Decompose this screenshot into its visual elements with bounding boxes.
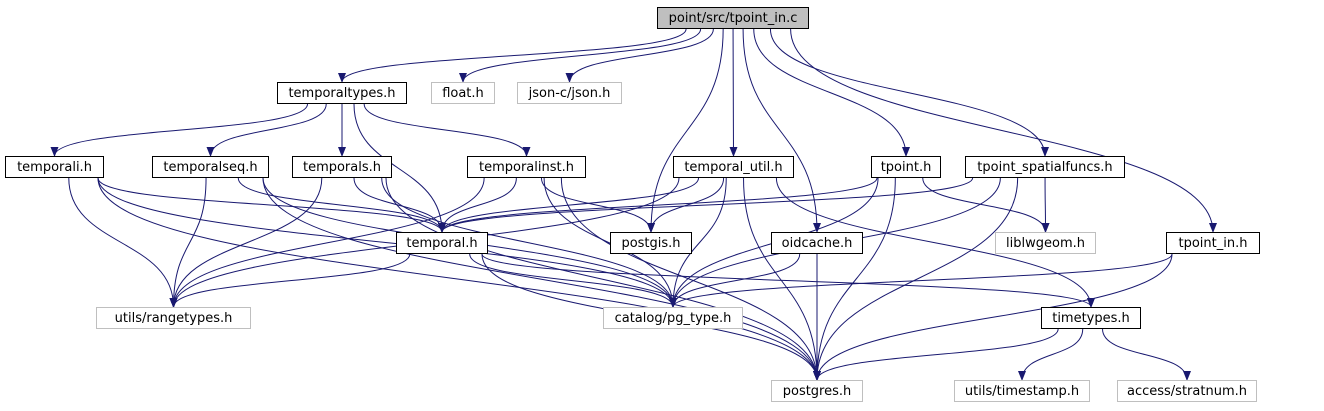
node-label: temporal_util.h — [684, 159, 783, 175]
edge-temporal_util_h-to-postgres_h — [743, 177, 821, 381]
edge-timetypes_h-to-utils_timestamp_h — [1018, 328, 1084, 381]
edge-tpoint_spatialfuncs_h-to-temporal_h — [438, 177, 974, 233]
node-label: utils/rangetypes.h — [114, 310, 233, 326]
edge-temporal_h-to-timetypes_h — [481, 253, 1095, 308]
node-temporali-h[interactable]: temporali.h — [5, 156, 104, 178]
node-label: catalog/pg_type.h — [614, 310, 732, 326]
edge-temporaltypes_h-to-temporal_h — [353, 103, 446, 233]
edge-root-to-temporaltypes_h — [338, 28, 687, 83]
node-label: tpoint_spatialfuncs.h — [977, 159, 1113, 175]
node-label: temporals.h — [302, 159, 382, 175]
edge-temporalseq_h-to-postgres_h — [262, 177, 821, 381]
edge-temporalinst_h-to-postgis_h — [540, 177, 655, 233]
node-utils-timestamp-h: utils/timestamp.h — [954, 380, 1090, 402]
edge-temporals_h-to-catalog_pg_type_h — [381, 177, 677, 308]
node-label: tpoint_in.h — [1178, 235, 1248, 251]
edge-temporaltypes_h-to-temporali_h — [50, 103, 308, 157]
edge-temporalinst_h-to-catalog_pg_type_h — [543, 177, 677, 308]
edge-root-to-oidcache_h — [742, 28, 821, 233]
edge-temporal_util_h-to-temporal_h — [438, 177, 700, 233]
node-label: temporaltypes.h — [288, 85, 396, 101]
node-label: tpoint.h — [880, 159, 932, 175]
node-label: oidcache.h — [781, 235, 853, 251]
edge-temporal_util_h-to-timetypes_h — [775, 177, 1095, 308]
edge-temporalinst_h-to-utils_rangetypes_h — [169, 177, 485, 308]
node-label: temporalseq.h — [163, 159, 258, 175]
edge-root-to-json_c_json_h — [565, 28, 714, 83]
node-catalog-pg-type-h: catalog/pg_type.h — [603, 307, 743, 329]
node-access-stratnum-h: access/stratnum.h — [1117, 380, 1257, 402]
node-float-h: float.h — [431, 82, 495, 104]
edge-temporalseq_h-to-temporal_h — [237, 177, 446, 233]
node-temporals-h[interactable]: temporals.h — [292, 156, 392, 178]
edge-temporal_h-to-catalog_pg_type_h — [469, 253, 677, 308]
edge-temporals_h-to-utils_rangetypes_h — [169, 177, 323, 308]
edge-temporals_h-to-postgres_h — [385, 177, 821, 381]
node-label: json-c/json.h — [528, 85, 611, 101]
edge-temporaltypes_h-to-temporalinst_h — [363, 103, 531, 157]
node-temporalinst-h[interactable]: temporalinst.h — [467, 156, 586, 178]
node-temporalseq-h[interactable]: temporalseq.h — [152, 156, 269, 178]
node-label: point/src/tpoint_in.c — [668, 10, 798, 26]
node-label: postgis.h — [621, 235, 681, 251]
node-label: access/stratnum.h — [1127, 383, 1247, 399]
node-utils-rangetypes-h: utils/rangetypes.h — [96, 307, 251, 329]
node-label: temporalinst.h — [479, 159, 574, 175]
edge-temporalseq_h-to-utils_rangetypes_h — [169, 177, 207, 308]
node-postgis-h[interactable]: postgis.h — [610, 232, 692, 254]
node-tpoint-in-c[interactable]: point/src/tpoint_in.c — [657, 7, 809, 29]
node-tpoint-in-h[interactable]: tpoint_in.h — [1166, 232, 1260, 254]
edge-root-to-tpoint_h — [753, 28, 910, 157]
node-json-c-json-h: json-c/json.h — [517, 82, 622, 104]
node-label: temporal.h — [406, 235, 478, 251]
node-label: utils/timestamp.h — [964, 383, 1080, 399]
node-timetypes-h[interactable]: timetypes.h — [1041, 307, 1141, 329]
edge-tpoint_spatialfuncs_h-to-postgres_h — [813, 177, 1019, 381]
edge-timetypes_h-to-access_stratnum_h — [1102, 328, 1191, 381]
node-temporal-h[interactable]: temporal.h — [396, 232, 488, 254]
node-label: temporali.h — [17, 159, 92, 175]
edge-timetypes_h-to-postgres_h — [813, 328, 1059, 381]
node-label: postgres.h — [782, 383, 852, 399]
edge-root-to-float_h — [459, 28, 702, 83]
edge-temporalinst_h-to-postgres_h — [560, 177, 821, 381]
edge-tpoint_in_h-to-postgres_h — [813, 253, 1173, 381]
edge-temporaltypes_h-to-temporalseq_h — [206, 103, 327, 157]
node-temporaltypes-h[interactable]: temporaltypes.h — [277, 82, 407, 104]
edge-temporali_h-to-postgres_h — [97, 177, 821, 381]
edge-temporal_util_h-to-catalog_pg_type_h — [669, 177, 727, 308]
edge-temporali_h-to-utils_rangetypes_h — [68, 177, 178, 308]
edge-temporal_util_h-to-postgis_h — [647, 177, 725, 233]
node-postgres-h: postgres.h — [771, 380, 863, 402]
edge-temporali_h-to-catalog_pg_type_h — [97, 177, 677, 308]
edge-temporals_h-to-temporal_h — [353, 177, 446, 233]
edge-tpoint_h-to-temporal_h — [438, 177, 878, 233]
node-temporal-util-h[interactable]: temporal_util.h — [673, 156, 794, 178]
edge-root-to-tpoint_spatialfuncs_h — [769, 28, 1049, 157]
edge-tpoint_in_h-to-catalog_pg_type_h — [669, 253, 1173, 308]
edge-tpoint_h-to-postgres_h — [813, 177, 896, 381]
node-label: timetypes.h — [1052, 310, 1130, 326]
edge-temporal_h-to-utils_rangetypes_h — [169, 253, 411, 308]
node-tpoint-h[interactable]: tpoint.h — [871, 156, 941, 178]
node-label: liblwgeom.h — [1006, 235, 1085, 251]
node-oidcache-h[interactable]: oidcache.h — [771, 232, 863, 254]
node-liblwgeom-h: liblwgeom.h — [995, 232, 1096, 254]
edge-tpoint_h-to-liblwgeom_h — [922, 177, 1050, 233]
edge-oidcache_h-to-catalog_pg_type_h — [669, 253, 801, 308]
node-label: float.h — [442, 85, 484, 101]
edge-root-to-tpoint_in_h — [790, 28, 1217, 233]
edge-root-to-postgis_h — [647, 28, 724, 233]
node-tpoint-spatialfuncs-h[interactable]: tpoint_spatialfuncs.h — [965, 156, 1125, 178]
